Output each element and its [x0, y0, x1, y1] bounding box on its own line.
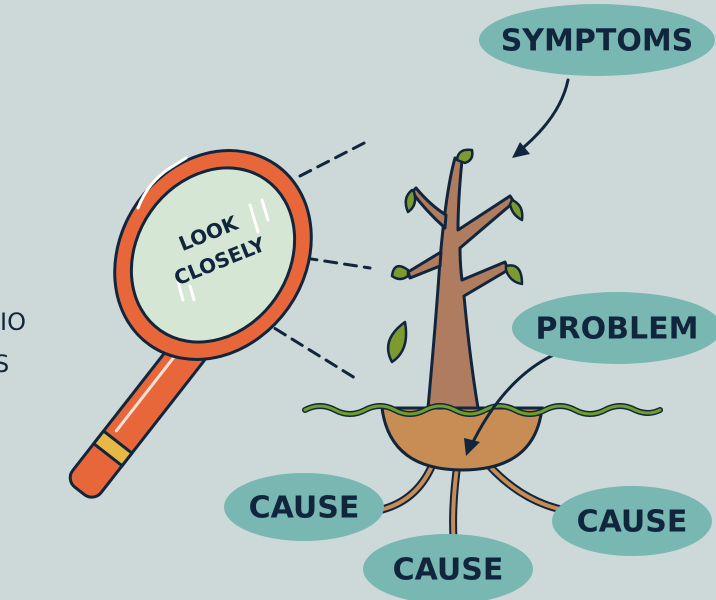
soil-bowl — [382, 408, 542, 470]
leaf-right-upper — [510, 200, 522, 220]
leaf-falling — [388, 322, 406, 362]
problem-bubble: PROBLEM — [512, 292, 716, 364]
leaf-left-lower — [392, 266, 408, 279]
symptoms-bubble: SYMPTOMS — [479, 4, 715, 76]
symptoms-label: SYMPTOMS — [501, 24, 694, 59]
sight-line-middle — [305, 258, 370, 268]
cropped-text-line-2: S — [0, 350, 9, 378]
tree-branch-left-upper — [412, 188, 446, 228]
tree — [408, 158, 514, 408]
cause-label-right: CAUSE — [577, 505, 688, 540]
cause-label-left: CAUSE — [249, 491, 360, 526]
leaf-top — [457, 150, 472, 163]
tree-trunk — [428, 158, 514, 408]
cause-label-bottom: CAUSE — [393, 553, 504, 588]
symptoms-arrow — [518, 80, 568, 152]
tree-branch-left-lower — [408, 252, 441, 278]
problem-label: PROBLEM — [536, 312, 699, 347]
leaf-left-upper — [406, 190, 415, 212]
arrows — [470, 80, 568, 448]
cropped-text-line-1: IO — [0, 308, 26, 336]
leaf-right-lower — [506, 265, 522, 284]
sight-line-top — [300, 140, 370, 176]
cause-bubble-right: CAUSE — [552, 486, 712, 556]
cropped-left-text: IO S — [0, 308, 26, 378]
cause-bubble-bottom: CAUSE — [363, 534, 533, 600]
cause-bubble-left: CAUSE — [224, 473, 384, 541]
